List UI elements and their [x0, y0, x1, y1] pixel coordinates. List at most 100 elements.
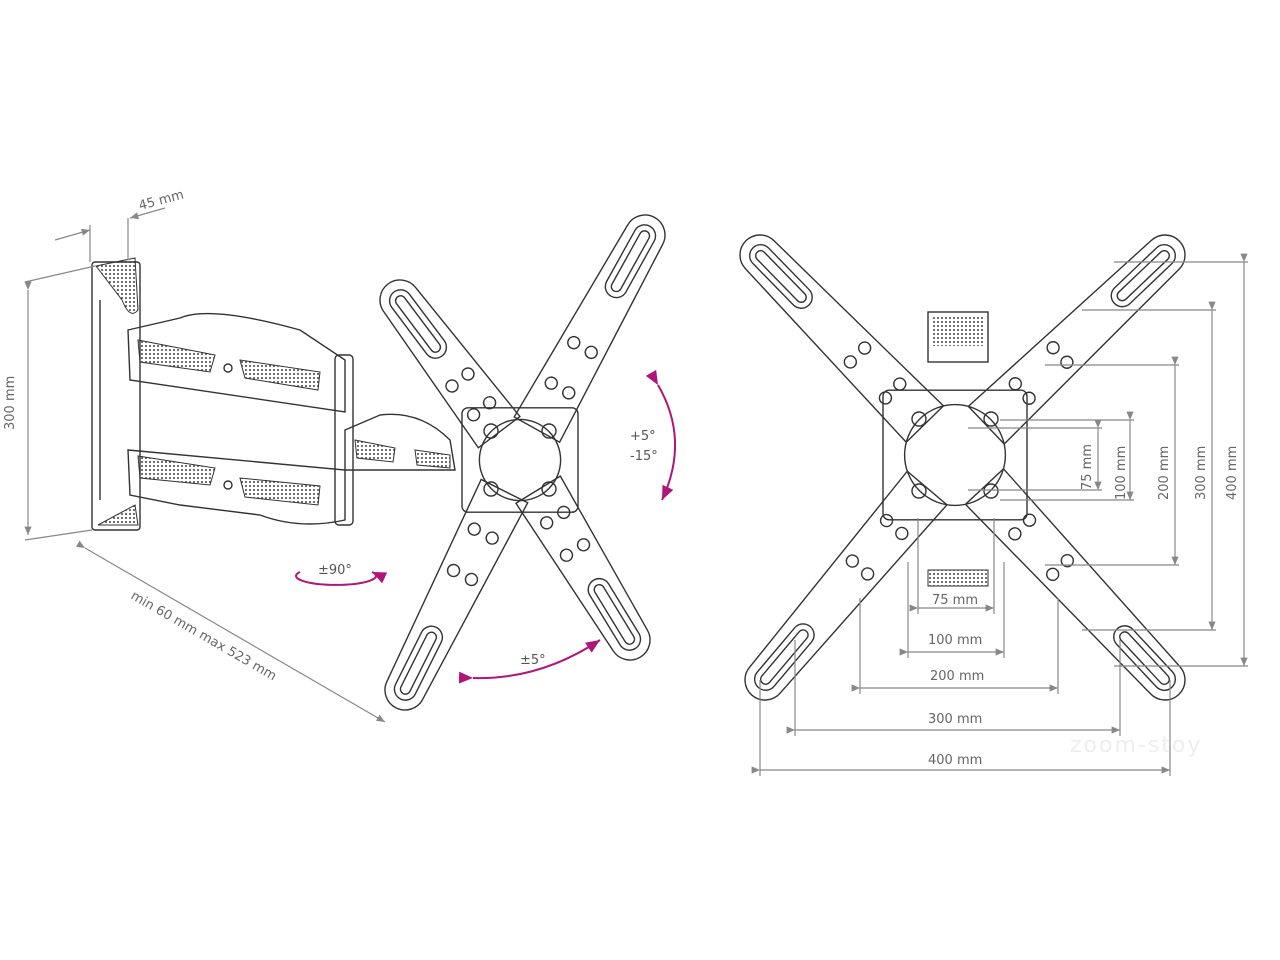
- arm-slot-inner: [610, 230, 651, 293]
- depth-label: 45 mm: [137, 187, 185, 213]
- vesa-hole: [483, 481, 499, 497]
- extension-label: min 60 mm max 523 mm: [128, 588, 279, 684]
- bracket-arm: [514, 475, 651, 661]
- vesa-hole: [911, 483, 927, 499]
- screw-hole: [1008, 527, 1022, 541]
- vesa-hole: [483, 423, 499, 439]
- screw-hole: [1046, 341, 1060, 355]
- arm-slot: [1110, 243, 1176, 308]
- bracket-arm: [739, 234, 945, 444]
- watermark: zoom-stoy: [1070, 733, 1202, 758]
- arm-slot: [604, 224, 657, 299]
- arm-slot-inner: [1119, 631, 1171, 685]
- arm-slot: [748, 244, 813, 309]
- hinge: [334, 354, 354, 526]
- screw-hole: [467, 522, 481, 536]
- tilt-arrow: [645, 369, 676, 501]
- lower-arm-top: [127, 312, 346, 413]
- screw-hole: [895, 526, 909, 541]
- arm-slot-inner: [1116, 249, 1170, 302]
- screw-hole: [446, 563, 461, 578]
- screw-hole: [539, 516, 554, 530]
- tilt-up-label: +5°: [630, 429, 656, 444]
- screw-hole: [860, 567, 875, 581]
- arm-slot-inner: [759, 629, 809, 685]
- arm-slot: [753, 623, 815, 691]
- upper-arm: [344, 413, 456, 471]
- tilt-down-label: -15°: [630, 449, 658, 464]
- h-dim-200: 200 mm: [930, 669, 984, 684]
- v-dim-200: 200 mm: [1157, 446, 1172, 500]
- screw-hole: [879, 513, 894, 528]
- vesa-hole: [541, 481, 557, 497]
- arm-outline: [384, 478, 529, 711]
- screw-hole: [461, 367, 475, 381]
- screw-hole: [485, 531, 499, 545]
- lower-arm-bottom: [127, 449, 346, 525]
- wall-plate: [91, 257, 141, 531]
- bracket-arm: [513, 214, 666, 444]
- h-dim-100: 100 mm: [928, 633, 982, 648]
- screw-hole: [482, 396, 497, 410]
- v-dim-75: 75 mm: [1080, 444, 1095, 490]
- screw-hole: [1060, 355, 1074, 369]
- arm-outline: [379, 279, 521, 449]
- tv-bracket-side: [379, 214, 666, 711]
- arm-outline: [514, 475, 651, 661]
- vesa-hole: [983, 483, 999, 499]
- arm-slot: [393, 625, 444, 701]
- arm-outline: [964, 467, 1186, 701]
- center-plate: [882, 389, 1028, 521]
- screw-hole: [567, 335, 581, 350]
- screw-hole: [1045, 567, 1060, 582]
- screw-hole: [878, 391, 893, 405]
- screw-hole: [562, 386, 576, 400]
- vesa-hole: [983, 411, 999, 427]
- h-dim-400: 400 mm: [928, 753, 982, 768]
- center-ring: [903, 403, 1007, 507]
- tv-bracket-front: [739, 234, 1186, 701]
- h-dim-75: 75 mm: [932, 593, 978, 608]
- screw-hole: [557, 505, 571, 520]
- arm-slot: [388, 289, 448, 359]
- arm-outline: [967, 234, 1186, 446]
- screw-hole: [1022, 391, 1036, 405]
- vesa-hole: [541, 423, 557, 439]
- rotation-label: ±5°: [520, 653, 546, 668]
- arm-slot: [587, 577, 642, 651]
- wall-plate-front: [927, 311, 989, 587]
- bracket-arm: [384, 478, 529, 711]
- arm-slot-inner: [754, 250, 807, 303]
- screw-hole: [544, 376, 558, 390]
- v-dim-300: 300 mm: [1194, 446, 1209, 500]
- screw-hole: [464, 572, 479, 587]
- h-dim-300: 300 mm: [928, 712, 982, 727]
- bracket-arm: [744, 470, 948, 701]
- screw-hole: [843, 355, 858, 369]
- height-label: 300 mm: [3, 376, 18, 430]
- screw-hole: [845, 554, 860, 568]
- screw-hole: [1022, 513, 1037, 527]
- screw-hole: [445, 379, 459, 393]
- arm-outline: [744, 470, 948, 701]
- arm-slot-inner: [394, 295, 442, 353]
- arm-slot-inner: [399, 631, 438, 695]
- bracket-arm: [379, 279, 521, 449]
- v-dim-100: 100 mm: [1114, 446, 1129, 500]
- screw-hole: [893, 377, 907, 391]
- arm-outline: [513, 214, 666, 444]
- screw-hole: [559, 548, 574, 562]
- vesa-hole: [911, 411, 927, 427]
- screw-hole: [857, 341, 872, 355]
- swivel-label: ±90°: [318, 563, 352, 578]
- swivel-arrow: [295, 571, 388, 586]
- front-dimensions: [751, 253, 1248, 776]
- rotation-arrow: [458, 639, 601, 684]
- v-dim-400: 400 mm: [1225, 446, 1240, 500]
- bracket-arm: [967, 234, 1186, 446]
- arm-slot-inner: [593, 583, 636, 645]
- arm-outline: [739, 234, 945, 444]
